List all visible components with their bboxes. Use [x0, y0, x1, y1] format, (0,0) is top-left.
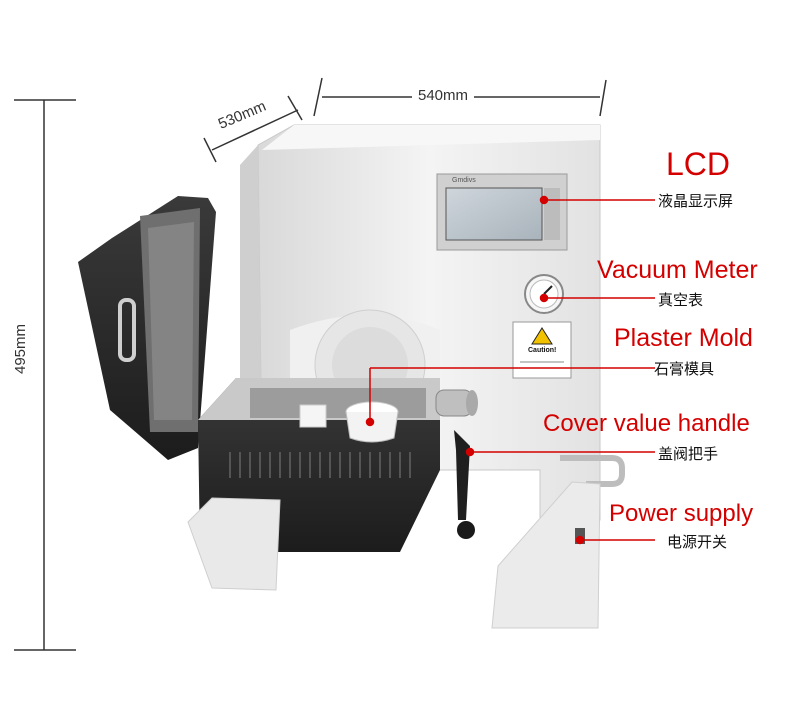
callout-lcd-title: LCD	[666, 146, 731, 182]
callout-dot-lcd	[539, 195, 549, 205]
chamber-cylinder	[435, 389, 478, 417]
height-dimension	[14, 99, 76, 651]
caution-text: Caution!	[528, 347, 557, 354]
plaster-mold	[299, 401, 399, 443]
callout-lcd-subtitle: 液晶显示屏	[658, 192, 734, 210]
callout-dot-vacuum	[539, 293, 549, 303]
depth-dimension	[203, 95, 303, 163]
callout-handle-title: Cover value handle	[543, 410, 750, 437]
machine-base	[187, 481, 601, 629]
carry-handle	[560, 455, 625, 487]
width-label: 540mm	[412, 87, 475, 104]
callout-mold-subtitle: 石膏模具	[654, 360, 715, 378]
callout-vacuum-subtitle: 真空表	[658, 291, 704, 309]
callout-dot-power	[575, 535, 585, 545]
callout-mold-title: Plaster Mold	[614, 324, 753, 352]
callout-lines	[365, 195, 655, 545]
callout-vacuum-title: Vacuum Meter	[597, 256, 758, 284]
height-label: 495mm	[12, 319, 29, 378]
callout-dot-mold	[365, 417, 375, 427]
lcd-screen	[436, 173, 568, 251]
callout-handle-subtitle: 盖阀把手	[658, 445, 719, 463]
callout-dot-handle	[465, 447, 475, 457]
callout-power-subtitle: 电源开关	[667, 533, 728, 551]
open-lid	[78, 196, 216, 460]
lcd-brand-text: Gmdivs	[452, 177, 476, 184]
callout-power-title: Power supply	[609, 500, 754, 527]
